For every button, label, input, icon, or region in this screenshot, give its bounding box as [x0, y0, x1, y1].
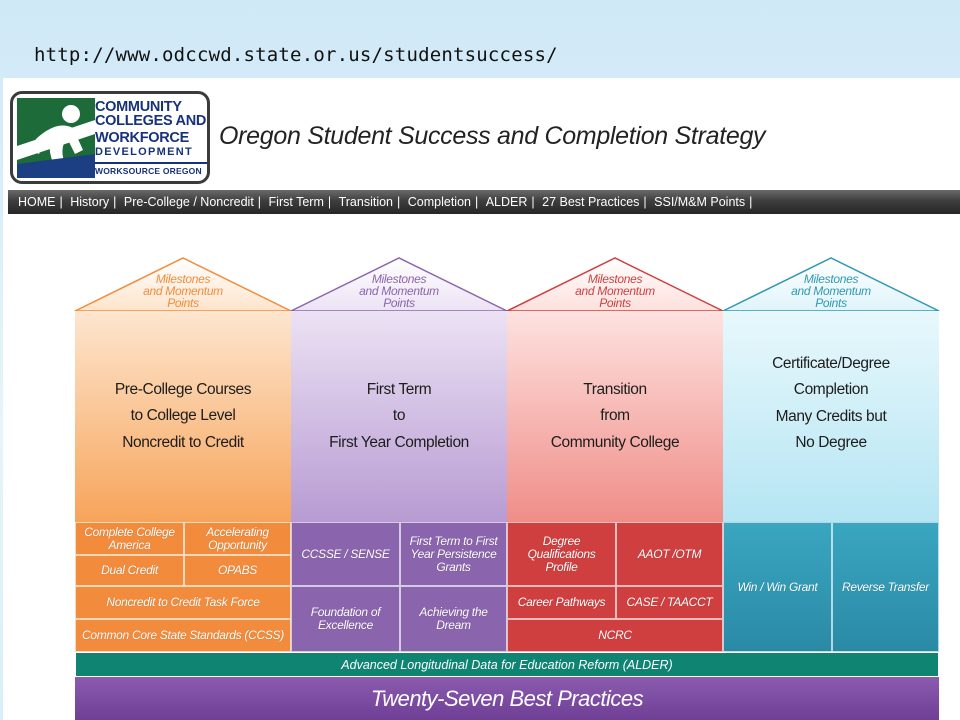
nav-best-practices[interactable]: 27 Best Practices [542, 195, 640, 209]
roof-line: Milestones [803, 272, 859, 286]
roof-line: Points [815, 296, 847, 310]
logo-line-1: COMMUNITY [95, 99, 182, 115]
roof-line: and Momentum [143, 284, 223, 298]
column-first-term-bg [291, 311, 507, 522]
column-line: Community College [550, 433, 680, 451]
nav-home[interactable]: HOME [18, 195, 56, 209]
nav-separator: | [59, 195, 63, 209]
logo-text: COMMUNITY COLLEGES AND WORKFORCE DEVELOP… [95, 100, 207, 176]
roof-label-precollege: Milestones and Momentum Points [123, 273, 243, 309]
box-aaot-otm[interactable]: AAOT /OTM [616, 522, 723, 586]
column-line: Certificate/Degree [772, 354, 890, 372]
web-page: COMMUNITY COLLEGES AND WORKFORCE DEVELOP… [3, 78, 960, 720]
column-line: Pre-College Courses [114, 380, 252, 398]
roof-line: and Momentum [359, 284, 439, 298]
box-ccss[interactable]: Common Core State Standards (CCSS) [75, 619, 291, 652]
column-line: to [392, 407, 406, 425]
logo-line-3: WORKFORCE [95, 130, 189, 146]
column-line: Transition [583, 380, 647, 398]
column-line: Many Credits but [775, 407, 887, 425]
roof-line: and Momentum [575, 284, 655, 298]
nav-pre-college[interactable]: Pre-College / Noncredit [123, 195, 254, 209]
nav-separator: | [327, 195, 332, 209]
nav-separator: | [113, 195, 117, 209]
roof-line: and Momentum [791, 284, 871, 298]
logo-line-2: COLLEGES AND [95, 113, 207, 129]
nav-first-term[interactable]: First Term [268, 195, 324, 209]
box-dual-credit[interactable]: Dual Credit [75, 555, 184, 586]
best-practices-band[interactable]: Twenty-Seven Best Practices [75, 677, 939, 720]
roof-line: Milestones [155, 272, 211, 286]
alder-band[interactable]: Advanced Longitudinal Data for Education… [75, 652, 939, 677]
box-first-term-grants[interactable]: First Term to First Year Persistence Gra… [400, 522, 507, 586]
box-accelerating-opportunity[interactable]: Accelerating Opportunity [184, 522, 291, 555]
box-degree-qualifications[interactable]: Degree Qualifications Profile [507, 522, 616, 586]
nav-separator: | [643, 195, 647, 209]
runner-logo-icon [17, 98, 95, 178]
nav-separator: | [257, 195, 262, 209]
roof-line: Milestones [371, 272, 427, 286]
nav-alder[interactable]: ALDER [485, 195, 528, 209]
box-complete-college-america[interactable]: Complete College America [75, 522, 184, 555]
column-line: First Year Completion [329, 433, 469, 451]
box-win-win-grant[interactable]: Win / Win Grant [723, 522, 832, 652]
column-line: Noncredit to Credit [122, 433, 244, 451]
ccwd-logo[interactable]: COMMUNITY COLLEGES AND WORKFORCE DEVELOP… [10, 91, 210, 184]
logo-line-5: WORKSOURCE OREGON [95, 162, 207, 176]
roof-label-completion: Milestones and Momentum Points [771, 273, 891, 309]
nav-bar: HOME| History| Pre-College / Noncredit| … [8, 190, 960, 214]
column-completion-bg [723, 311, 939, 522]
column-precollege-bg [75, 311, 291, 522]
nav-history[interactable]: History [70, 195, 110, 209]
box-career-pathways[interactable]: Career Pathways [507, 586, 616, 619]
roof-label-transition: Milestones and Momentum Points [555, 273, 675, 309]
nav-ssi-points[interactable]: SSI/M&M Points [654, 195, 746, 209]
site-title: Oregon Student Success and Completion St… [219, 122, 766, 150]
column-transition-title: Transition from Community College [507, 311, 723, 522]
nav-separator: | [531, 195, 535, 209]
column-completion-title: Certificate/Degree Completion Many Credi… [723, 298, 939, 509]
column-line: from [600, 407, 630, 425]
roof-line: Points [383, 296, 415, 310]
nav-separator: | [474, 195, 479, 209]
column-line: to College Level [130, 407, 236, 425]
nav-separator: | [397, 195, 401, 209]
column-precollege-title: Pre-College Courses to College Level Non… [75, 311, 291, 522]
box-case-taacct[interactable]: CASE / TAACCT [616, 586, 723, 619]
nav-transition[interactable]: Transition [338, 195, 394, 209]
nav-completion[interactable]: Completion [407, 195, 471, 209]
roof-line: Points [599, 296, 631, 310]
box-foundation-of-excellence[interactable]: Foundation of Excellence [291, 586, 400, 652]
box-noncredit-task-force[interactable]: Noncredit to Credit Task Force [75, 586, 291, 619]
roof-line: Points [167, 296, 199, 310]
box-ccsse-sense[interactable]: CCSSE / SENSE [291, 522, 400, 586]
strategy-diagram [74, 257, 940, 522]
column-first-term-title: First Term to First Year Completion [291, 311, 507, 522]
column-line: Completion [793, 381, 869, 398]
column-transition-bg [507, 311, 723, 522]
box-reverse-transfer[interactable]: Reverse Transfer [832, 522, 939, 652]
roof-label-first-term: Milestones and Momentum Points [339, 273, 459, 309]
roof-line: Milestones [587, 272, 643, 286]
column-line: First Term [366, 380, 432, 398]
logo-line-4: DEVELOPMENT [95, 146, 194, 158]
box-opabs[interactable]: OPABS [184, 555, 291, 586]
url-text: http://www.odccwd.state.or.us/studentsuc… [34, 44, 558, 66]
nav-separator: | [749, 195, 753, 209]
column-line: No Degree [795, 434, 867, 451]
box-achieving-the-dream[interactable]: Achieving the Dream [400, 586, 507, 652]
box-ncrc[interactable]: NCRC [507, 619, 723, 652]
